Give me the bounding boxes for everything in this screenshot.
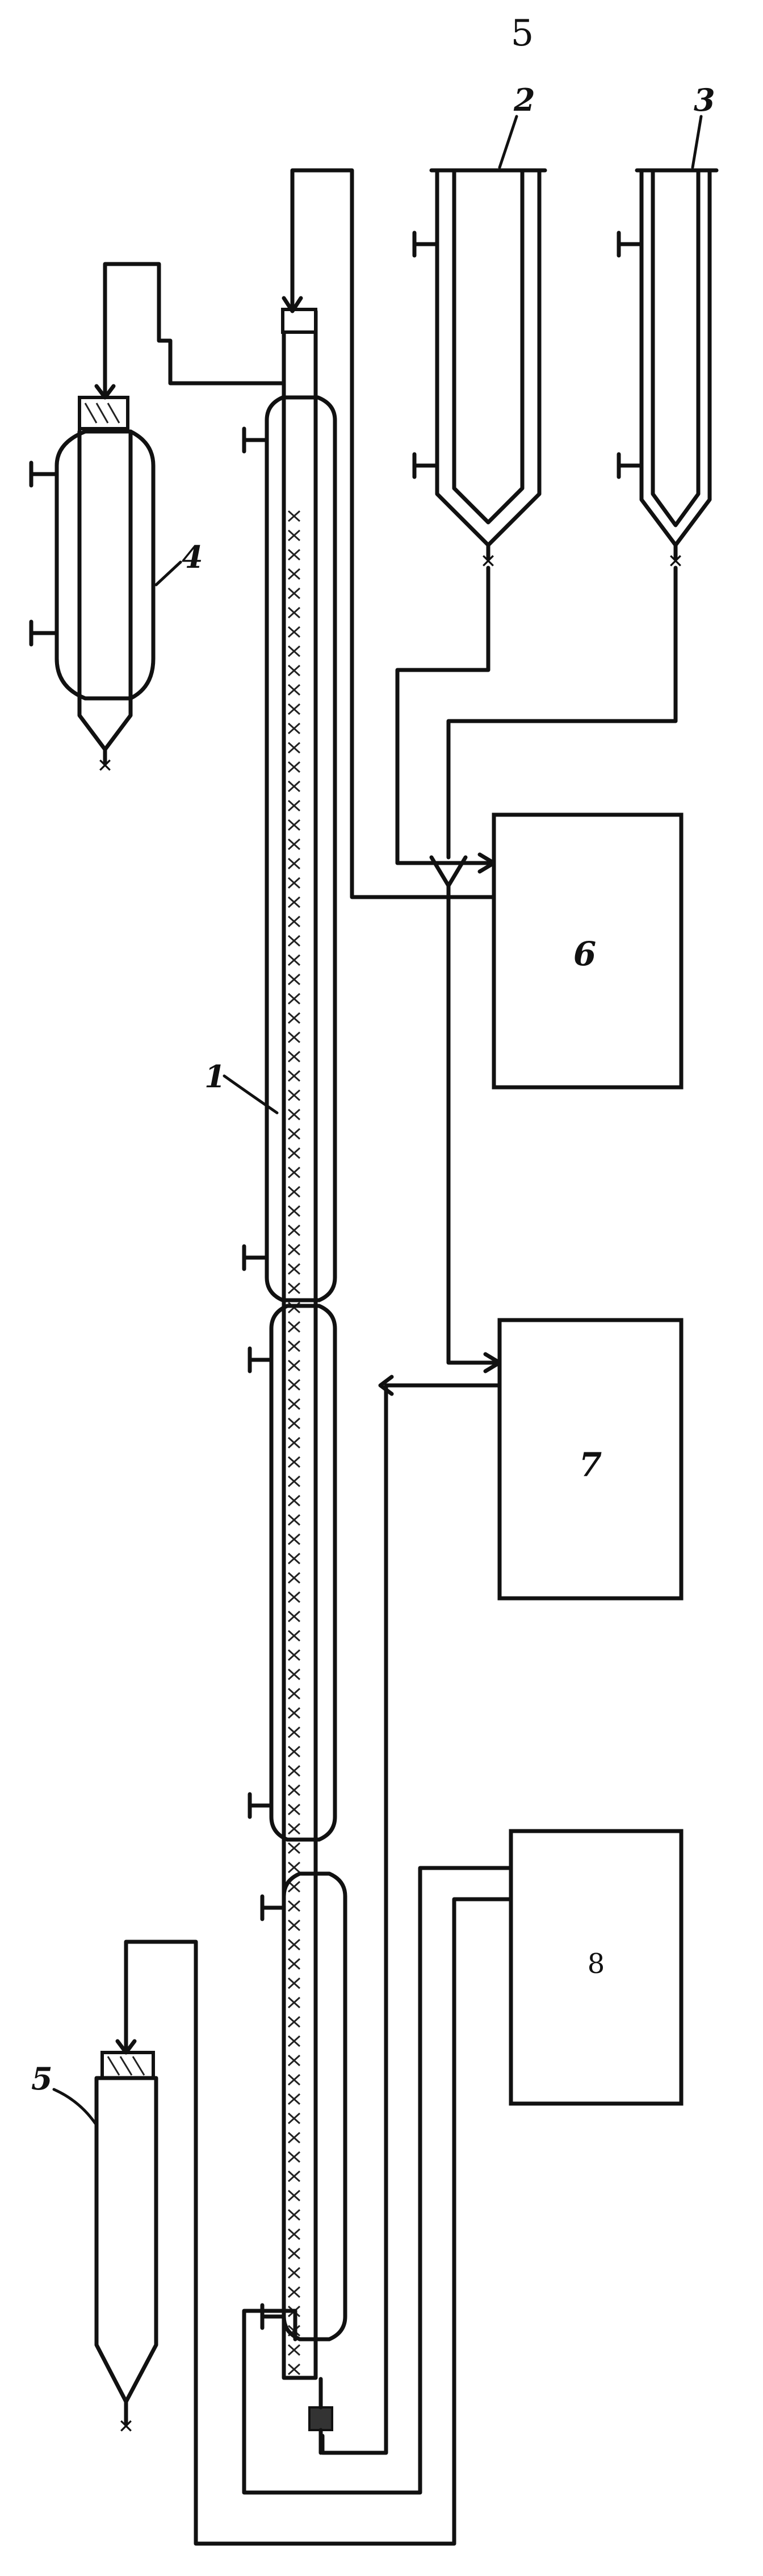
column-jacket-upper	[265, 395, 337, 1302]
label-unit-7: 7	[579, 1446, 602, 1484]
line-top-return	[290, 168, 394, 899]
line-vessel-3-to-manifold	[446, 566, 678, 860]
column-bottom-plug	[308, 2406, 333, 2431]
line-unit-6-to-unit-7	[446, 883, 502, 1365]
vessel-4: ✕	[29, 396, 156, 777]
main-column	[242, 308, 347, 2431]
column-jacket-lower	[282, 1871, 347, 2342]
label-unit-6: 6	[573, 935, 596, 973]
label-column: 1	[204, 1058, 226, 1095]
vessel-5: ✕	[94, 2051, 158, 2438]
column-jacket-middle	[269, 1304, 337, 1842]
label-vessel-4: 4	[182, 539, 203, 575]
line-unit-8-to-vessel-5	[124, 1897, 513, 2546]
column-top-plug	[281, 308, 317, 334]
vessel-2: ✕	[412, 168, 547, 573]
vessel-4-stopper	[78, 396, 129, 430]
line-unit-7-to-column	[320, 1383, 502, 2455]
label-vessel-2: 2	[513, 82, 535, 118]
unit-6-box	[492, 812, 684, 1090]
column-packing	[287, 510, 301, 2376]
vessel-4-valve-icon: ✕	[97, 755, 114, 777]
label-vessel-5: 5	[31, 2060, 53, 2097]
line-vessel-2-to-unit-6	[395, 566, 496, 865]
vessel-5-stopper	[100, 2051, 155, 2080]
unit-8-box	[509, 1829, 684, 2106]
label-vessel-3: 3	[694, 82, 715, 118]
line-to-vessel-4	[103, 262, 286, 400]
label-unit-8: 8	[588, 1948, 605, 1980]
vessel-3: ✕	[617, 168, 719, 573]
unit-7-box	[497, 1318, 684, 1601]
vessel-5-valve-icon: ✕	[118, 2415, 135, 2438]
line-unit-8-to-column	[242, 1866, 513, 2495]
figure-number: 5	[511, 12, 534, 55]
label-column-leader	[223, 1074, 279, 1115]
